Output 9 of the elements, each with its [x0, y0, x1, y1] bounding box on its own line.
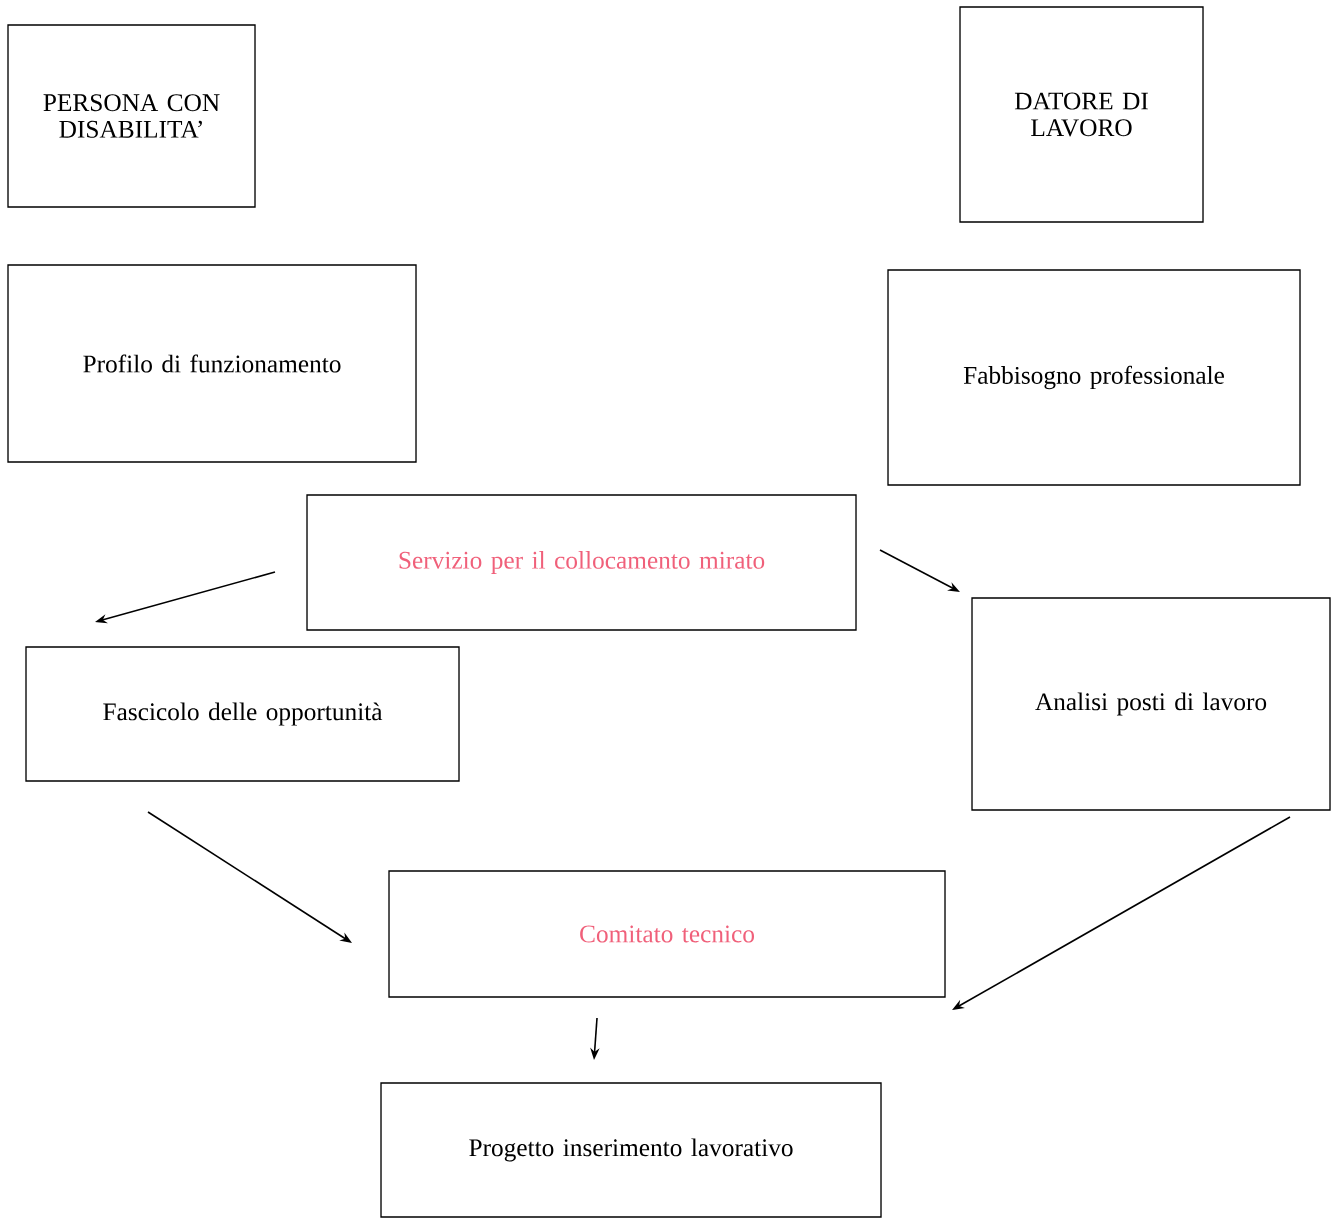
process-box: Analisi posti di lavoro — [971, 597, 1331, 811]
process-box: Comitato tecnico — [388, 870, 946, 998]
process-box: Fascicolo delle opportunità — [25, 646, 460, 782]
process-box: DATORE DI LAVORO — [959, 6, 1204, 223]
process-box: Servizio per il collocamento mirato — [306, 494, 857, 631]
process-box: Fabbisogno professionale — [887, 269, 1301, 486]
process-box: PERSONA CON DISABILITA’ — [7, 24, 256, 208]
process-box: Progetto inserimento lavorativo — [380, 1082, 882, 1218]
process-box: Profilo di funzionamento — [7, 264, 417, 463]
